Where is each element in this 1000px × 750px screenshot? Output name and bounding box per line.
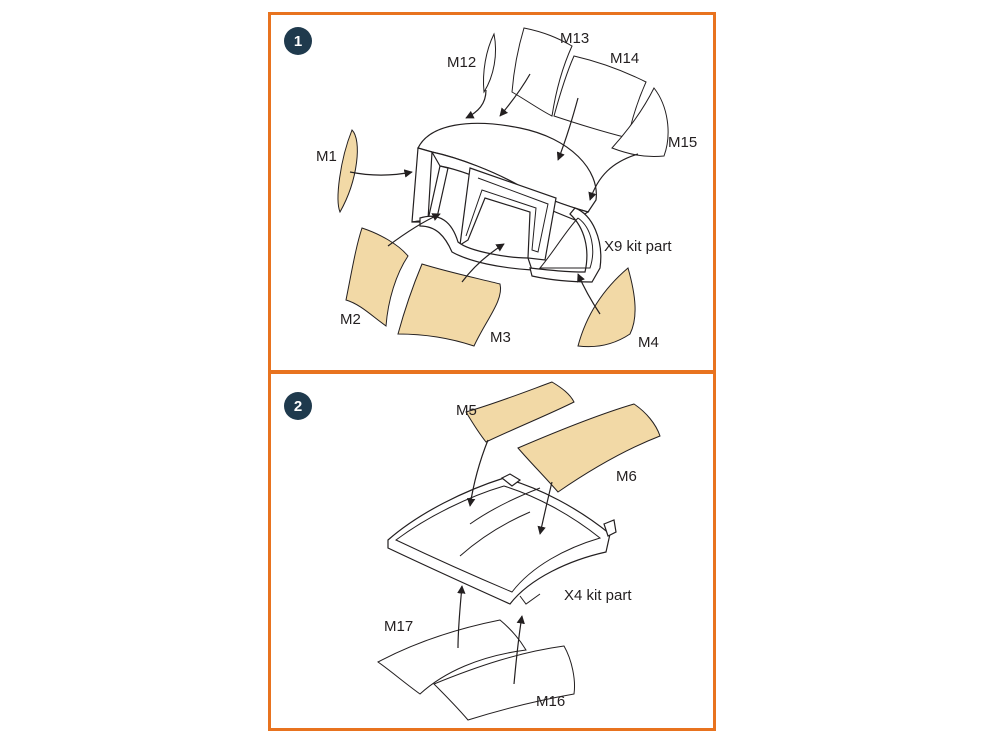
step-1-badge: 1 [284, 27, 312, 55]
label-m15: M15 [668, 134, 697, 151]
mask-m12 [483, 32, 497, 94]
label-x9-kit-part: X9 kit part [604, 238, 672, 255]
mask-m17 [377, 619, 527, 695]
label-m16: M16 [536, 693, 565, 710]
arrow-m16 [513, 615, 525, 685]
x9-canopy-part [411, 122, 602, 283]
arrow-m1 [349, 169, 413, 178]
x4-roof-part [387, 473, 617, 605]
arrow-m3 [461, 243, 505, 283]
label-m5: M5 [456, 402, 477, 419]
arrow-m6 [537, 481, 553, 535]
arrow-m14 [556, 97, 579, 161]
mask-m3 [397, 263, 502, 347]
label-m14: M14 [610, 50, 639, 67]
label-m17: M17 [384, 618, 413, 635]
mask-m6 [517, 403, 661, 493]
label-m3: M3 [490, 329, 511, 346]
label-m6: M6 [616, 468, 637, 485]
label-m12: M12 [447, 54, 476, 71]
mask-m1 [337, 129, 358, 214]
label-m4: M4 [638, 334, 659, 351]
label-m1: M1 [316, 148, 337, 165]
label-m2: M2 [340, 311, 361, 328]
arrow-m12 [465, 89, 487, 119]
label-m13: M13 [560, 30, 589, 47]
mask-m2 [345, 227, 409, 327]
label-x4-kit-part: X4 kit part [564, 587, 632, 604]
step-2-badge: 2 [284, 392, 312, 420]
arrow-m2 [387, 213, 441, 247]
arrow-m13 [499, 73, 531, 117]
arrow-m17 [457, 585, 466, 649]
mask-m16 [433, 645, 575, 721]
arrow-m15 [588, 153, 639, 201]
mask-m13 [511, 27, 573, 117]
arrow-m5 [466, 439, 489, 507]
arrow-m4 [577, 273, 601, 315]
mask-m4 [577, 267, 636, 348]
mask-m5 [465, 381, 575, 443]
